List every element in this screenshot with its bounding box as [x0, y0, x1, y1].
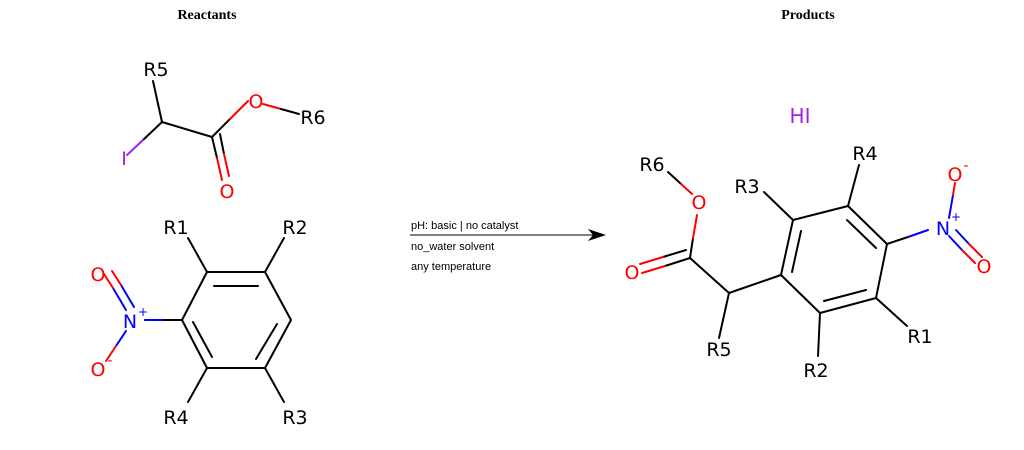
product-r6-label: R6 — [639, 154, 664, 176]
products-header: Products — [781, 8, 835, 23]
nitro-nitrogen-label: N — [123, 311, 137, 333]
r4-label: R4 — [163, 407, 188, 429]
reaction-arrow — [410, 229, 606, 241]
product-nitrogen-label: N — [936, 218, 950, 240]
r2-label: R2 — [282, 217, 307, 239]
condition-ph: pH: basic | no catalyst — [411, 220, 518, 232]
nitrobenzene-molecule — [103, 237, 292, 403]
product-nitro-oxygen-label: O — [977, 256, 992, 278]
r6-label: R6 — [300, 107, 325, 129]
product-r1-label: R1 — [907, 326, 932, 348]
product-r2-label: R2 — [803, 360, 828, 382]
product-r4-label: R4 — [852, 143, 877, 165]
nitrogen-charge: + — [138, 305, 148, 319]
product-nitrogen-charge: + — [951, 210, 961, 224]
product-oxide-charge: - — [963, 158, 968, 174]
reactants-header: Reactants — [177, 8, 237, 23]
r1-label: R1 — [163, 217, 188, 239]
r3-label: R3 — [282, 407, 307, 429]
product-carbonyl-oxygen-label: O — [625, 262, 640, 284]
product-r5-label: R5 — [706, 339, 731, 361]
r5-label: R5 — [143, 59, 168, 81]
hi-product-label: HI — [790, 104, 811, 128]
iodine-label: I — [121, 148, 127, 170]
product-molecule — [639, 164, 983, 357]
oxide-charge: - — [107, 353, 112, 369]
product-r3-label: R3 — [734, 176, 759, 198]
condition-solvent: no_water solvent — [411, 241, 494, 253]
iodoester-molecule — [126, 80, 300, 181]
ester-oxygen-label: O — [249, 91, 264, 113]
nitro-oxygen-label: O — [91, 264, 106, 286]
product-ester-oxygen-label: O — [692, 192, 707, 214]
condition-temperature: any temperature — [411, 261, 491, 273]
nitro-oxide-label: O — [91, 359, 106, 381]
product-oxide-label: O — [948, 164, 963, 186]
carbonyl-oxygen-label: O — [220, 181, 235, 203]
